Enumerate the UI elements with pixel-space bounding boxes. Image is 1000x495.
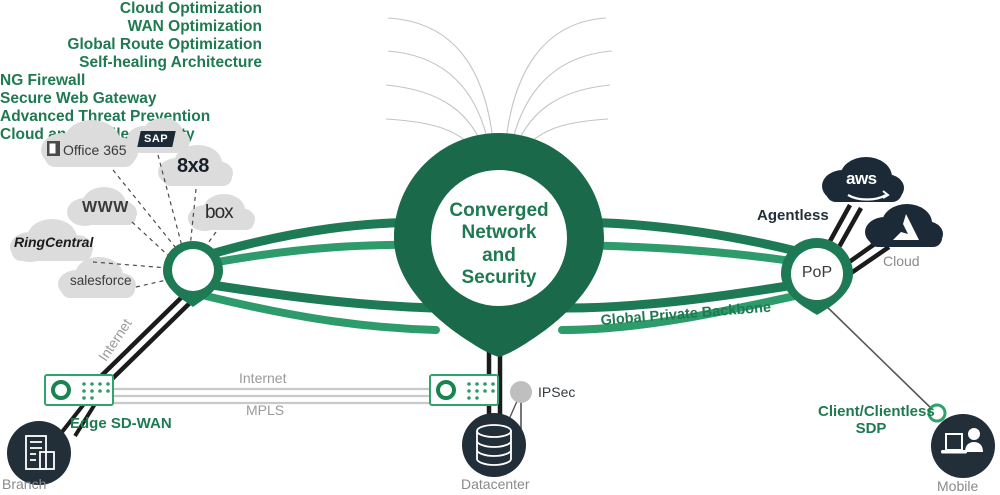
mpls-label: MPLS (246, 402, 285, 418)
aws-smile-arrow (882, 190, 890, 199)
hub-title-line-4: Security (461, 267, 537, 289)
datacenter-node[interactable] (462, 413, 526, 477)
ipsec-node-dot (510, 381, 532, 403)
branch-label: Branch (2, 476, 47, 492)
branch-node[interactable] (7, 421, 71, 485)
converged-hub-pin[interactable] (394, 133, 604, 357)
hub-title-line-2: Network (461, 222, 537, 244)
feature-label-self-healing-architecture: Self-healing Architecture (79, 54, 262, 71)
mobile-node[interactable] (931, 414, 995, 478)
sdp-label-line-1: Client/Clientless (818, 403, 935, 420)
ringcentral-label: RingCentral (14, 234, 94, 250)
wan-transport-links (112, 387, 432, 405)
edge-sdwan-label: Edge SD-WAN (70, 415, 172, 432)
feature-label-ng-firewall: NG Firewall (0, 72, 86, 89)
pop-node[interactable] (0, 0, 853, 315)
hub-title: Converged Network and Security (429, 200, 569, 290)
building-icon (25, 435, 55, 470)
internet-horizontal-label: Internet (239, 370, 287, 386)
box-label: box (205, 202, 234, 223)
sap-label: SAP (144, 133, 169, 145)
sdp-label-line-2: SDP (855, 420, 887, 438)
cloud-shape-ringcentral (10, 219, 93, 262)
edge-sdwan-device-datacenter[interactable] (429, 374, 499, 406)
datacenter-label: Datacenter (461, 476, 530, 492)
cloud-shape-azure (865, 204, 943, 247)
edge-sdwan-device-branch[interactable] (44, 374, 114, 406)
database-icon (476, 424, 512, 466)
aws-label: aws (846, 169, 877, 188)
www-label: WWW (82, 199, 129, 216)
branch-device-links (60, 402, 97, 438)
cloud-shape-box (188, 194, 255, 231)
public-cloud-shapes (822, 157, 943, 247)
feature-label-global-route-optimization: Global Route Optimization (67, 36, 262, 53)
8x8-label: 8x8 (177, 155, 209, 177)
cloud-shape-salesforce (58, 257, 136, 298)
feature-label-cloud-optimization: Cloud Optimization (119, 0, 262, 17)
cloud-shape-www (67, 187, 137, 226)
backbone-left-links (202, 217, 440, 334)
ipsec-label: IPSec (538, 384, 576, 400)
office365-icon (47, 141, 60, 156)
sdp-endpoint-icon (927, 403, 947, 423)
feature-label-wan-optimization: WAN Optimization (127, 18, 262, 35)
sap-logo: SAP (137, 131, 176, 147)
cloud-shape-8x8 (158, 145, 233, 186)
branch-internet-links (94, 291, 200, 383)
azure-icon (893, 214, 919, 240)
mobile-label: Mobile (937, 478, 979, 494)
aws-smile-icon (847, 194, 887, 201)
cloud-shape-aws (822, 157, 904, 202)
office365-label: Office 365 (63, 142, 127, 158)
feature-label-secure-web-gateway: Secure Web Gateway (0, 90, 157, 107)
hub-title-line-3: and (482, 244, 516, 266)
hub-title-line-1: Converged (449, 200, 549, 221)
saas-aggregation-node[interactable] (163, 241, 223, 307)
client-clientless-sdp-label: Client/Clientless SDP (818, 403, 935, 438)
agentless-label: Agentless (757, 207, 829, 224)
mobile-user-icon (941, 428, 983, 454)
pop-label: PoP (801, 264, 833, 281)
salesforce-label: salesforce (70, 273, 132, 288)
azure-cloud-label: Cloud (883, 253, 920, 269)
pop-mobile-link (819, 299, 937, 414)
